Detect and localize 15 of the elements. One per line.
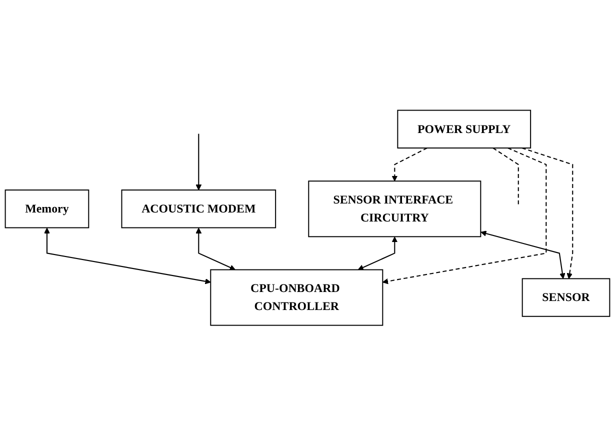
node-box: ACOUSTIC MODEM: [121, 189, 276, 228]
arrow: [382, 147, 547, 284]
arrow: [196, 227, 236, 270]
arrow: [392, 147, 428, 182]
node-box: SENSOR INTERFACE CIRCUITRY: [308, 180, 482, 237]
node-box: CPU-ONBOARD CONTROLLER: [210, 268, 384, 326]
arrow: [196, 133, 202, 190]
arrow: [522, 147, 574, 279]
node-box: POWER SUPPLY: [397, 109, 532, 148]
connector: [492, 147, 519, 204]
arrow: [44, 227, 211, 284]
arrow: [358, 236, 398, 270]
arrow: [480, 230, 566, 279]
node-box: SENSOR: [522, 278, 610, 317]
node-box: Memory: [4, 189, 90, 228]
